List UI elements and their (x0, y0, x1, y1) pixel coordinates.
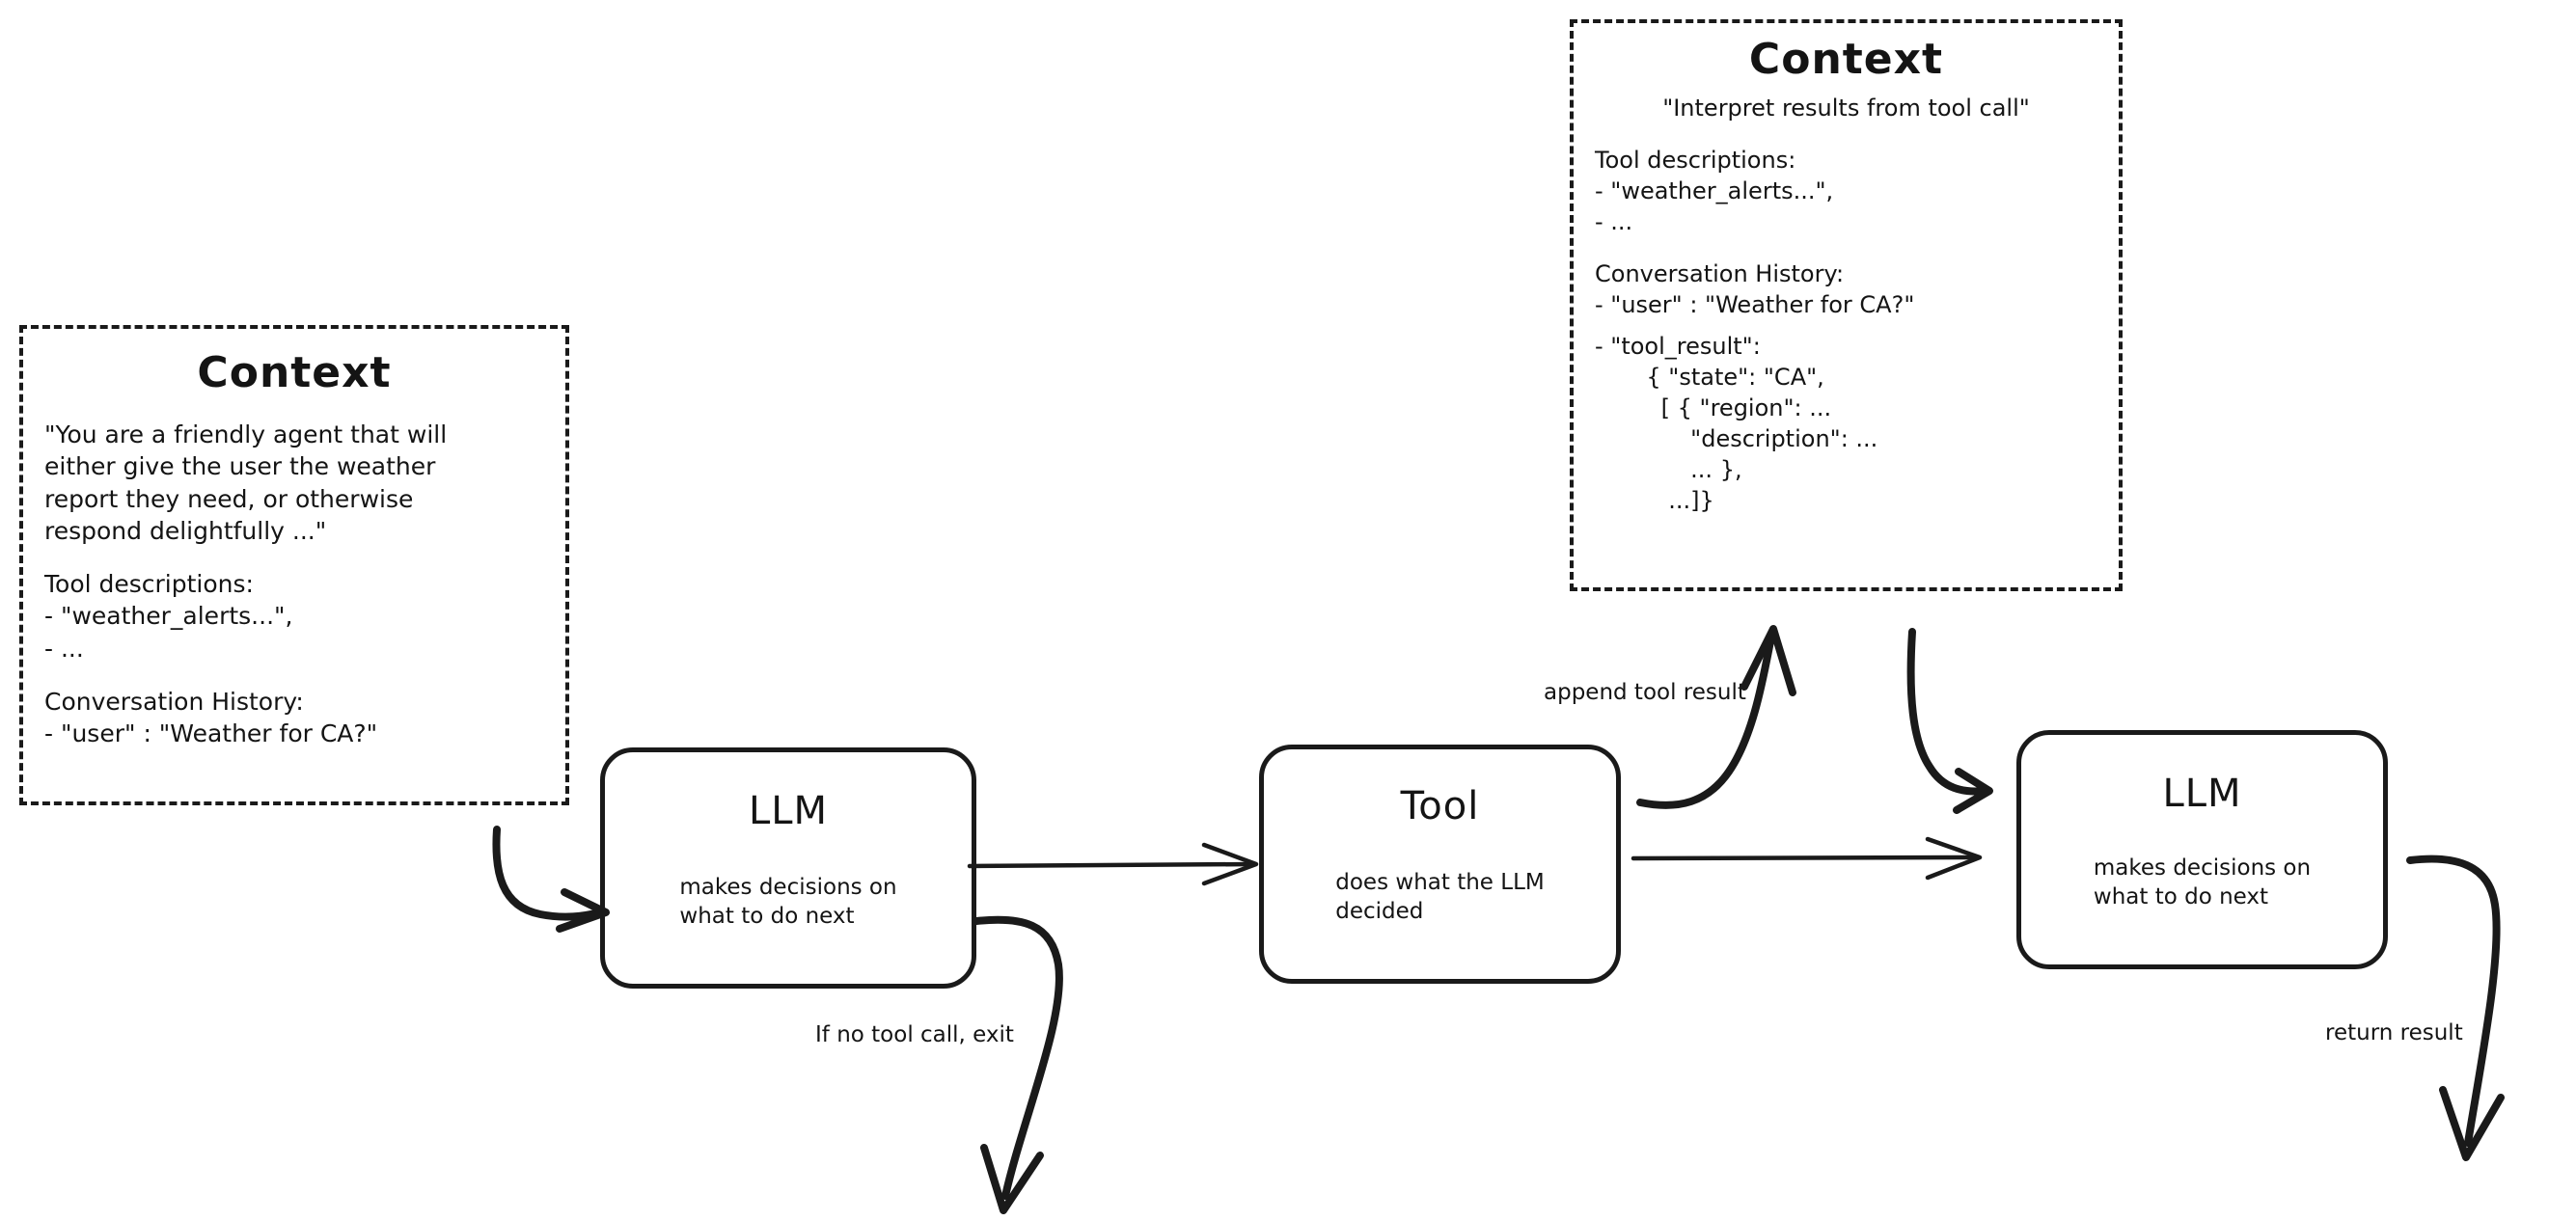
edge-label-return-result: return result (2325, 1020, 2463, 1045)
context-right-system-prompt: "Interpret results from tool call" (1662, 95, 2030, 122)
node-llm-second[interactable]: LLM makes decisions on what to do next (2016, 730, 2388, 969)
context-box-left: Context "You are a friendly agent that w… (19, 325, 569, 805)
edge-label-if-no-tool-call-exit: If no tool call, exit (815, 1022, 1014, 1047)
node-llm-first-title: LLM (748, 789, 829, 833)
node-llm-second-title: LLM (2162, 772, 2242, 816)
context-left-tool-descriptions: Tool descriptions: - "weather_alerts..."… (44, 570, 293, 663)
node-tool[interactable]: Tool does what the LLM decided (1259, 745, 1621, 984)
node-tool-subtitle: does what the LLM decided (1335, 870, 1545, 924)
arrow-tool-to-context-right (1636, 625, 1796, 809)
context-left-system-prompt: "You are a friendly agent that will eith… (44, 421, 448, 545)
context-box-right: Context "Interpret results from tool cal… (1570, 19, 2123, 591)
node-tool-title: Tool (1400, 784, 1480, 828)
arrow-tool-to-llm2 (1631, 836, 1983, 881)
edge-label-append-tool-result: append tool result (1544, 680, 1746, 705)
context-left-conversation-history: Conversation History: - "user" : "Weathe… (44, 687, 378, 747)
node-llm-first[interactable]: LLM makes decisions on what to do next (600, 747, 976, 989)
node-llm-second-subtitle: makes decisions on what to do next (2093, 855, 2312, 909)
arrow-context-right-to-llm2 (1906, 628, 1993, 814)
node-llm-first-subtitle: makes decisions on what to do next (679, 875, 897, 929)
context-left-title: Context (197, 348, 392, 397)
context-right-tool-result: - "tool_result": { "state": "CA", [ { "r… (1595, 333, 1878, 514)
arrow-llm2-return-result (2406, 855, 2505, 1161)
arrow-context-left-to-llm1 (492, 826, 610, 933)
context-right-conversation-history: Conversation History: - "user" : "Weathe… (1595, 259, 1915, 318)
context-right-title: Context (1748, 35, 1944, 84)
arrow-llm1-exit-down (973, 915, 1063, 1214)
context-right-tool-descriptions: Tool descriptions: - "weather_alerts..."… (1595, 146, 1834, 235)
arrow-llm1-to-tool (967, 842, 1259, 886)
